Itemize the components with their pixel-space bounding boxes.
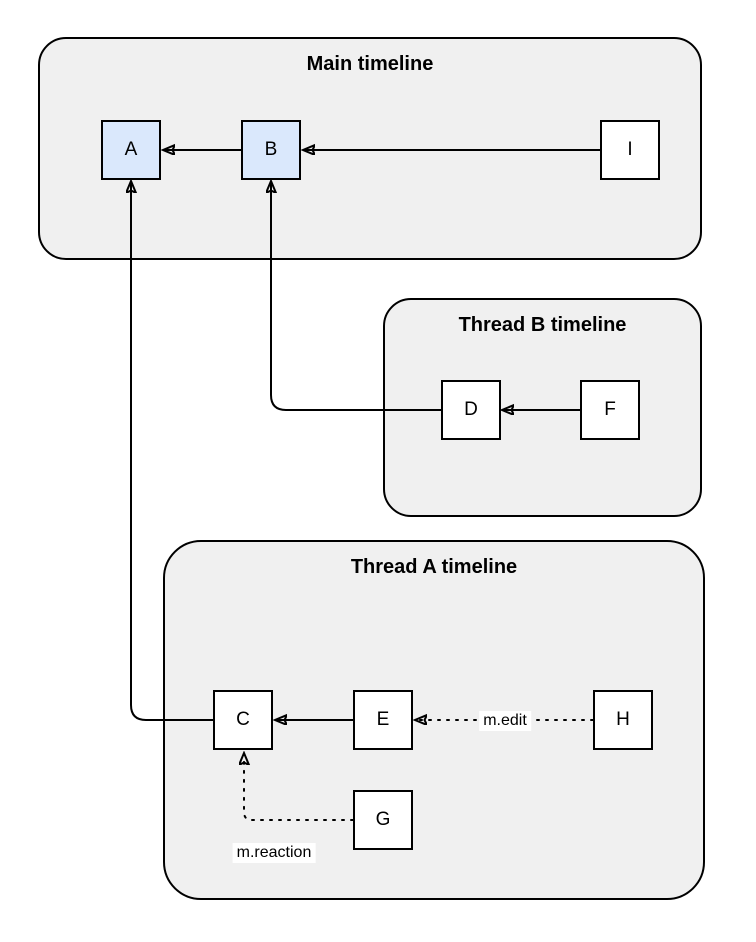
node-C: C (213, 690, 273, 750)
node-H: H (593, 690, 653, 750)
edge-label-m-edit: m.edit (479, 711, 531, 731)
node-B: B (241, 120, 301, 180)
container-title-thread-a-timeline: Thread A timeline (350, 556, 518, 578)
container-thread-b-timeline: Thread B timeline (383, 298, 702, 517)
container-title-main-timeline: Main timeline (306, 53, 434, 75)
node-E: E (353, 690, 413, 750)
node-I: I (600, 120, 660, 180)
container-title-thread-b-timeline: Thread B timeline (458, 314, 627, 336)
node-A: A (101, 120, 161, 180)
edge-label-m-reaction: m.reaction (232, 843, 316, 863)
node-D: D (441, 380, 501, 440)
node-F: F (580, 380, 640, 440)
node-G: G (353, 790, 413, 850)
